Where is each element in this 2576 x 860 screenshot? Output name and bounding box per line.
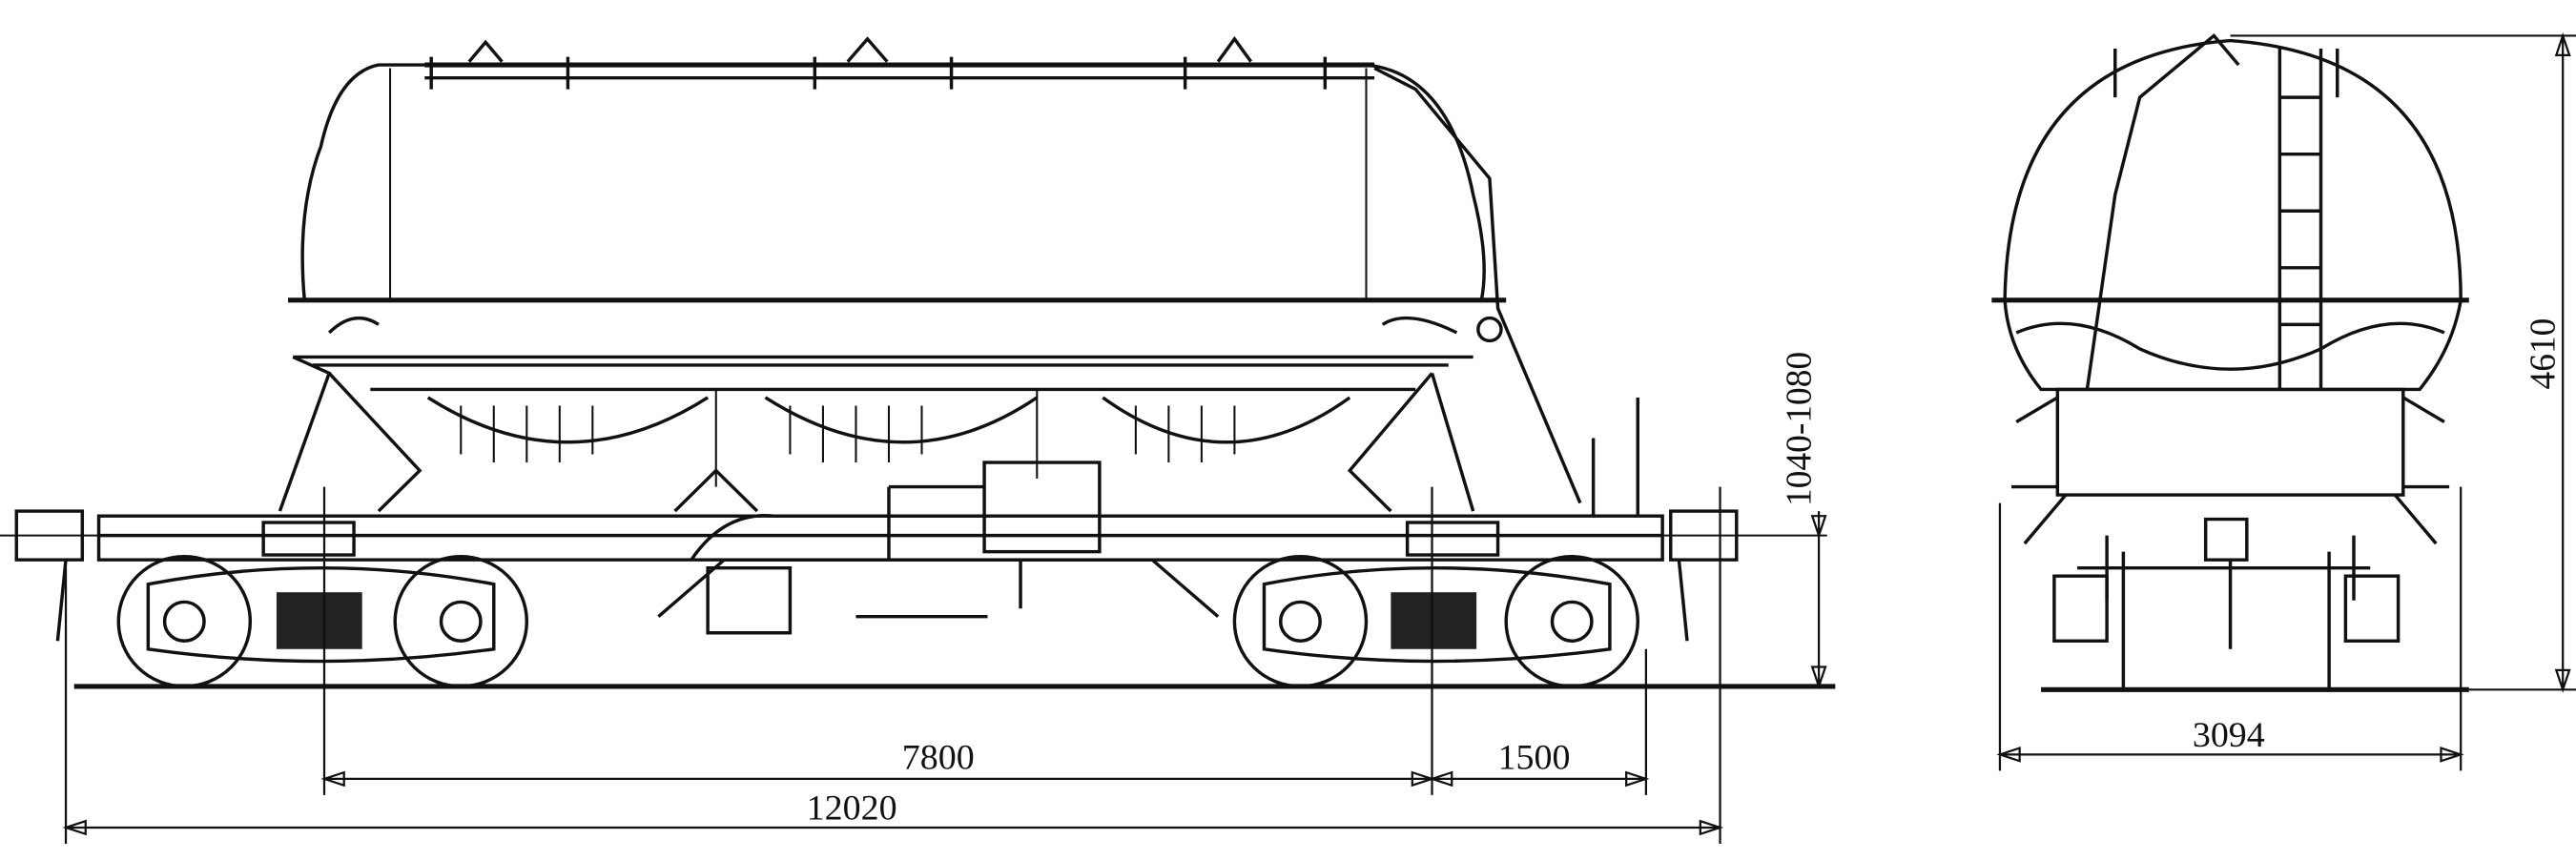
dim-1500: 1500: [1498, 738, 1571, 778]
coupler-right: [1662, 509, 1827, 642]
end-view: [1991, 33, 2469, 692]
dim-7800: 7800: [902, 738, 975, 778]
dim-12020: 12020: [807, 788, 897, 829]
bogie-left: [116, 555, 529, 688]
tank-body: [300, 63, 1486, 302]
bogie-right: [1232, 555, 1639, 688]
end-ladder: [2277, 49, 2323, 390]
side-view: [0, 35, 1836, 689]
coupler-left: [0, 509, 99, 642]
end-tank: [2003, 38, 2463, 392]
side-dimensions: 7800 1500 12020 1040-1080: [62, 352, 1827, 844]
dim-1040-1080: 1040-1080: [1779, 352, 1819, 506]
dim-3094: 3094: [2193, 715, 2265, 755]
hopper: [293, 355, 1473, 392]
end-dimensions: 3094 4610: [1996, 31, 2576, 771]
top-walkway: [424, 35, 1582, 504]
dim-4610: 4610: [2523, 318, 2563, 390]
brake-box: [982, 461, 1102, 554]
